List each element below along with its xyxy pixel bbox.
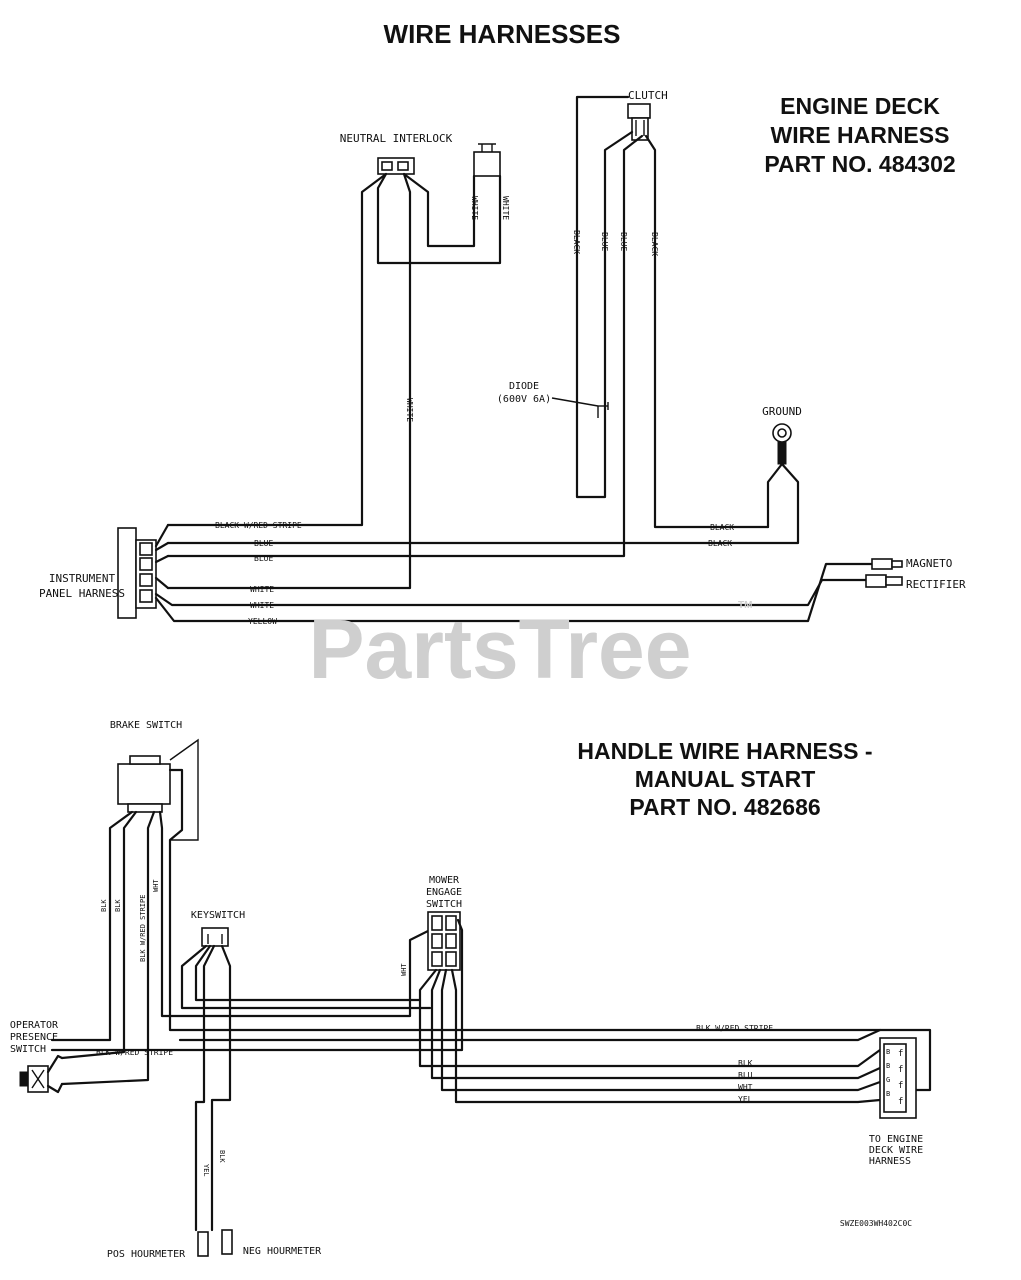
ground-label: GROUND (762, 405, 802, 418)
interlock-second-switch (473, 143, 501, 177)
pos-hourmeter-label: POS HOURMETER (107, 1249, 186, 1260)
pos-hourmeter-terminal (197, 1231, 209, 1257)
wire-white-label-1: WHITE (250, 585, 274, 594)
operator-switch-wires (46, 1054, 64, 1094)
handle-harness-title-line-1: HANDLE WIRE HARNESS - (577, 738, 872, 764)
brake-wire-blk-red-label: BLK W/RED STRIPE (139, 895, 147, 962)
instrument-wires (154, 523, 874, 623)
wire-black-label-2: BLACK (708, 539, 732, 548)
drawing-code: SWZE003WH402C0C (840, 1219, 912, 1228)
to-engine-deck-label-3: HARNESS (869, 1156, 911, 1167)
svg-text:B: B (886, 1090, 890, 1098)
mower-wire-wht-label: WHT (400, 963, 408, 976)
hourmeter-wire-blk-label: BLK (218, 1150, 226, 1163)
operator-presence-label: OPERATOR (10, 1020, 59, 1031)
clutch-wires (166, 95, 770, 558)
neutral-interlock-switch (377, 157, 415, 175)
interlock-wire-white-label-a: WHITE (470, 196, 479, 220)
operator-presence-label-3: SWITCH (10, 1044, 46, 1055)
operator-presence-label-2: PRESENCE (10, 1032, 58, 1043)
engine-harness-title-line-2: WIRE HARNESS (771, 122, 950, 148)
to-engine-deck-label-2: DECK WIRE (869, 1145, 923, 1156)
instrument-panel-label: INSTRUMENT (49, 572, 116, 585)
interlock-wire-white-label-c: WHITE (405, 398, 414, 422)
magneto-label: MAGNETO (906, 557, 952, 570)
wire-black-red-stripe-label: BLACK W/RED STRIPE (215, 521, 302, 530)
watermark-tm: TM (738, 600, 752, 611)
svg-text:f: f (898, 1081, 903, 1091)
mower-engage-switch (427, 911, 461, 971)
brake-switch (117, 755, 171, 813)
handle-wire-blk-red-label-1: BLK W/RED STRIPE (696, 1024, 773, 1033)
wire-white-label-2: WHITE (250, 601, 274, 610)
keyswitch-label: KEYSWITCH (191, 910, 245, 921)
interlock-wires (166, 172, 502, 590)
brake-switch-wires (50, 738, 932, 1092)
svg-text:G: G (886, 1076, 890, 1084)
neg-hourmeter-label: NEG HOURMETER (243, 1246, 322, 1257)
neutral-interlock-label: NEUTRAL INTERLOCK (340, 132, 453, 145)
to-engine-deck-label: TO ENGINE (869, 1134, 923, 1145)
mower-switch-wires (50, 918, 882, 1104)
brake-wire-blk-label-a: BLK (100, 899, 108, 912)
clutch-connector (627, 103, 651, 141)
wire-blue-label-1: BLUE (254, 539, 273, 548)
clutch-wire-blue-label-b: BLUE (619, 232, 628, 251)
diode-rating-label: (600V 6A) (497, 394, 551, 405)
neg-hourmeter-terminal (221, 1229, 233, 1255)
brake-wire-blk-label-b: BLK (114, 899, 122, 912)
page-title: WIRE HARNESSES (384, 19, 621, 49)
engine-harness-part-number: PART NO. 484302 (764, 151, 955, 177)
mower-engage-label: MOWER (429, 875, 460, 886)
instrument-panel-label-2: PANEL HARNESS (39, 587, 125, 600)
svg-text:f: f (898, 1065, 903, 1075)
brake-wire-wht-label: WHT (152, 879, 160, 892)
clutch-label: CLUTCH (628, 89, 668, 102)
clutch-wire-black-label-2: BLACK (650, 232, 659, 256)
handle-wire-blk-label: BLK (738, 1059, 753, 1068)
keyswitch-wires (180, 944, 432, 1232)
wire-yellow-label: YELLOW (248, 617, 277, 626)
handle-wire-wht-label: WHT (738, 1083, 753, 1092)
diode-label: DIODE (509, 381, 539, 392)
handle-wire-blk-red-label-2: BLK W/RED STRIPE (96, 1048, 173, 1057)
handle-harness-title: HANDLE WIRE HARNESS - MANUAL START PART … (577, 738, 872, 820)
operator-presence-switch (19, 1065, 49, 1093)
clutch-wire-black-label: BLACK (572, 230, 581, 254)
interlock-wire-white-label-b: WHITE (501, 196, 510, 220)
svg-text:f: f (898, 1049, 903, 1059)
rectifier-terminal (865, 574, 903, 588)
diode (551, 397, 609, 418)
handle-wire-blu-label: BLU (738, 1071, 753, 1080)
engine-harness-title: ENGINE DECK WIRE HARNESS PART NO. 484302 (764, 93, 955, 177)
clutch-wire-blue-label-a: BLUE (600, 232, 609, 251)
handle-harness-title-line-2: MANUAL START (635, 766, 816, 792)
parts-tree-watermark: PartsTree (309, 602, 692, 696)
to-engine-deck-connector: f f f f B B G B (879, 1037, 917, 1119)
wire-black-label-1: BLACK (710, 523, 734, 532)
ground-wires (166, 462, 800, 545)
keyswitch (201, 927, 229, 947)
brake-switch-label: BRAKE SWITCH (110, 720, 182, 731)
engine-harness-title-line-1: ENGINE DECK (780, 93, 940, 119)
mower-engage-label-2: ENGAGE (426, 887, 462, 898)
ground-terminal (772, 423, 792, 465)
hourmeter-wire-yel-label: YEL (202, 1164, 210, 1177)
magneto-terminal (871, 558, 903, 570)
svg-text:f: f (898, 1097, 903, 1107)
svg-text:B: B (886, 1062, 890, 1070)
mower-engage-label-3: SWITCH (426, 899, 462, 910)
instrument-panel-connector (117, 527, 157, 619)
rectifier-label: RECTIFIER (906, 578, 966, 591)
wire-blue-label-2: BLUE (254, 554, 273, 563)
svg-text:B: B (886, 1048, 890, 1056)
handle-wire-yel-label: YEL (738, 1095, 753, 1104)
handle-harness-part-number: PART NO. 482686 (629, 794, 820, 820)
